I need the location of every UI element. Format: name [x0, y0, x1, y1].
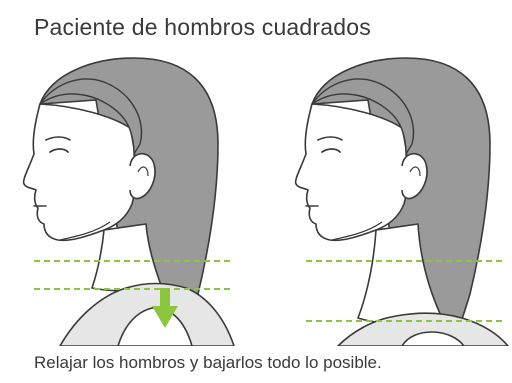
- face: [22, 103, 137, 242]
- hair-front: [311, 78, 415, 157]
- patient-before-figure: [22, 57, 235, 346]
- ear: [401, 152, 428, 200]
- ear-inner: [137, 166, 149, 177]
- illustration: [0, 56, 512, 346]
- arrow-down-icon: [152, 288, 178, 328]
- ear: [129, 152, 156, 200]
- ear-inner: [409, 166, 421, 177]
- eyebrow: [45, 136, 71, 141]
- collar: [401, 331, 466, 346]
- page-title: Paciente de hombros cuadrados: [34, 14, 371, 40]
- face: [294, 103, 409, 242]
- jaw-line: [331, 221, 383, 241]
- hair-front: [39, 78, 143, 157]
- caption: Relajar los hombros y bajarlos todo lo p…: [34, 353, 382, 372]
- eye: [321, 148, 341, 153]
- illustration-svg: [22, 57, 510, 346]
- collar: [117, 307, 193, 346]
- patient-after-figure: [294, 57, 510, 346]
- eyebrow: [317, 136, 343, 141]
- jaw-line: [59, 221, 111, 241]
- eye: [49, 148, 69, 153]
